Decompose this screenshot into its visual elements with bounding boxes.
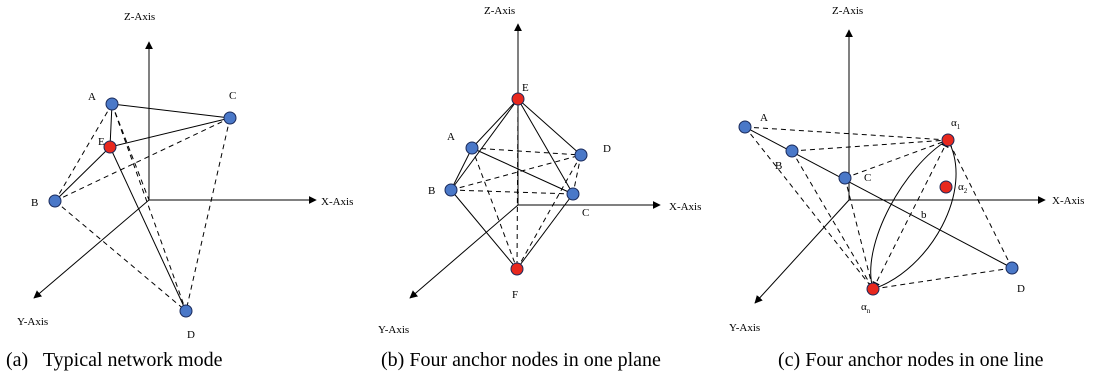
node-alpha-2 (939, 180, 953, 194)
node-alpha-1-label: α1 (951, 117, 961, 131)
node-a (105, 97, 119, 111)
diagram-a-edges (54, 103, 231, 312)
z-axis-label: Z-Axis (832, 5, 863, 17)
node-alpha-2-label: α2 (958, 181, 968, 195)
node-b-label: B (31, 197, 38, 209)
node-c-label: C (582, 207, 589, 219)
caption-a: (a) Typical network mode (6, 349, 223, 371)
diagram-b: Z-Axis X-Axis Y-Axis (378, 5, 701, 371)
diagram-b-edges (450, 98, 582, 270)
x-axis-label: X-Axis (1052, 195, 1084, 207)
node-a (738, 120, 752, 134)
diagram-c-edges (744, 126, 1013, 290)
node-e (103, 140, 117, 154)
node-d-label: D (603, 143, 611, 155)
node-alpha-n-label: αn (861, 301, 871, 315)
y-axis-label: Y-Axis (17, 316, 48, 328)
caption-c: (c) Four anchor nodes in one line (778, 349, 1044, 371)
node-alpha-n (866, 282, 880, 296)
caption-b: (b) Four anchor nodes in one plane (381, 349, 661, 371)
node-d-label: D (187, 329, 195, 341)
y-axis-label: Y-Axis (378, 324, 409, 336)
node-c-label: C (864, 172, 871, 184)
node-a-label: A (447, 131, 455, 143)
diagram-a-axes (33, 41, 317, 299)
node-d (1005, 261, 1019, 275)
y-axis-line (409, 204, 519, 299)
diagram-b-nodes (444, 92, 588, 276)
y-axis-line (33, 199, 150, 299)
node-e-label: E (522, 82, 529, 94)
node-a-label: A (88, 91, 96, 103)
node-b (785, 144, 799, 158)
node-f-label: F (512, 289, 518, 301)
x-axis-label: X-Axis (321, 196, 353, 208)
diagram-c: Z-Axis X-Axis Y-Axis (729, 5, 1084, 371)
node-b (444, 183, 458, 197)
node-b-label: B (775, 160, 782, 172)
node-a-label: A (760, 112, 768, 124)
node-c (566, 187, 580, 201)
node-f (510, 262, 524, 276)
node-d (179, 304, 193, 318)
y-axis-line (754, 199, 850, 304)
node-a (465, 141, 479, 155)
node-c (838, 171, 852, 185)
y-axis-label: Y-Axis (729, 322, 760, 334)
diagram-a: Z-Axis X-Axis Y-Axis (6, 11, 353, 371)
node-d-label: D (1017, 283, 1025, 295)
node-d (574, 148, 588, 162)
node-e (511, 92, 525, 106)
node-e-label: E (98, 136, 105, 148)
diagram-a-nodes (48, 97, 237, 318)
z-axis-label: Z-Axis (124, 11, 155, 23)
node-c-label: C (229, 90, 236, 102)
node-alpha-1 (941, 133, 955, 147)
node-b (48, 194, 62, 208)
node-b-label: B (428, 185, 435, 197)
diagram-b-axes (409, 23, 661, 299)
z-axis-label: Z-Axis (484, 5, 515, 17)
label-b: b (921, 209, 927, 221)
diagram-c-nodes (738, 120, 1019, 296)
node-c (223, 111, 237, 125)
x-axis-label: X-Axis (669, 201, 701, 213)
